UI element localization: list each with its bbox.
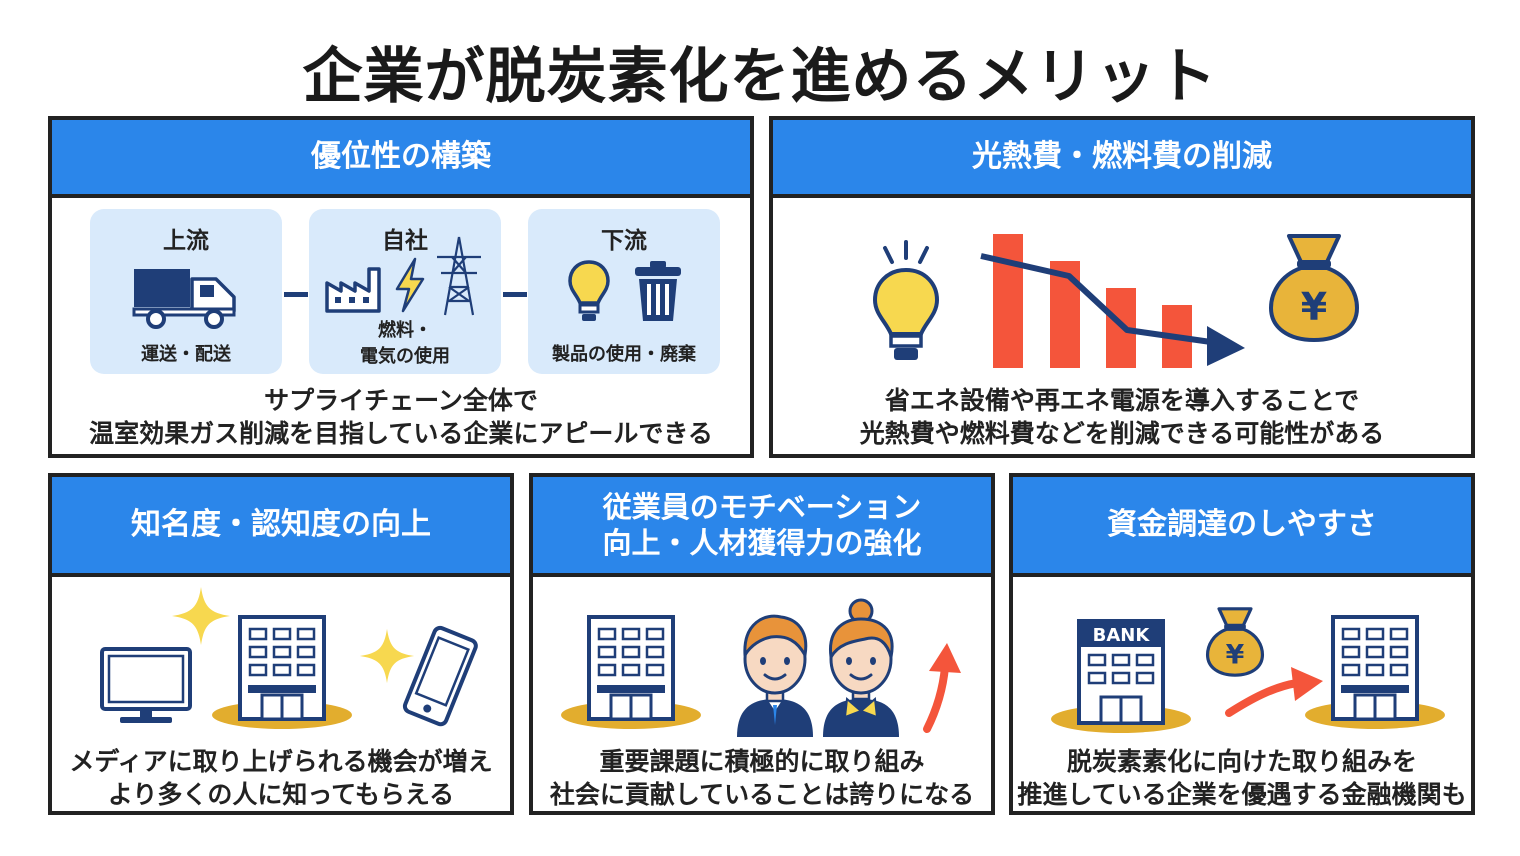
office-building-icon	[561, 615, 701, 729]
sparkle-icon	[172, 587, 230, 645]
stage-upstream: 上流 運送・配送	[90, 209, 282, 374]
power-tower-icon	[437, 236, 481, 316]
caption-line: 省エネ設備や再エネ電源を導入することで	[884, 386, 1360, 415]
curved-arrow-icon	[1225, 667, 1323, 717]
stage-connector	[503, 292, 527, 297]
card-funding: 資金調達のしやすさ BANK ¥ 脱炭素素化に向けた	[1009, 473, 1475, 815]
cost-bar	[993, 234, 1023, 368]
sparkle-icon	[359, 628, 415, 684]
bank-building-icon: BANK	[1051, 619, 1191, 733]
card-caption: メディアに取り上げられる機会が増え より多くの人に知ってもらえる	[52, 745, 510, 811]
card-heading: 知名度・認知度の向上	[52, 477, 510, 577]
light-bulb-icon	[872, 240, 940, 360]
card-heading: 光熱費・燃料費の削減	[773, 120, 1471, 198]
card-caption: サプライチェーン全体で 温室効果ガス削減を目指している企業にアピールできる	[52, 384, 750, 450]
yen-symbol: ¥	[1226, 640, 1245, 671]
yen-symbol: ¥	[1301, 285, 1327, 329]
card-competitive-advantage: 優位性の構築 上流 運送・配送 自社	[48, 116, 754, 458]
money-bag-icon: ¥	[1205, 607, 1265, 677]
upward-arrow-icon	[923, 643, 961, 733]
lightning-icon	[395, 257, 425, 313]
page-title: 企業が脱炭素化を進めるメリット	[302, 42, 1218, 112]
stage-title: 下流	[601, 228, 647, 254]
card-caption: 脱炭素素化に向けた取り組みを 推進している企業を優遇する金融機関も	[1013, 745, 1471, 811]
caption-line: 脱炭素素化に向けた取り組みを	[1066, 747, 1417, 776]
heading-line: 従業員のモチベーション	[602, 489, 922, 524]
caption-line: 温室効果ガス削減を目指している企業にアピールできる	[89, 419, 713, 448]
heading-line: 向上・人材獲得力の強化	[602, 526, 922, 560]
stage-connector	[284, 292, 308, 297]
stage-label: 燃料・	[378, 320, 432, 341]
truck-icon	[132, 269, 236, 329]
stage-own-company: 自社 燃料・ 電気の使用	[309, 209, 501, 374]
card-awareness: 知名度・認知度の向上 メディアに取り上げられる機会が増え より多くの人に	[48, 473, 514, 815]
caption-line: 推進している企業を優遇する金融機関も	[1017, 780, 1467, 809]
card-caption: 省エネ設備や再エネ電源を導入することで 光熱費や燃料費などを削減できる可能性があ…	[773, 384, 1471, 450]
trash-can-icon	[635, 261, 681, 321]
male-employee-icon	[737, 614, 813, 737]
caption-line: 社会に貢献していることは誇りになる	[549, 780, 975, 809]
caption-line: サプライチェーン全体で	[264, 386, 538, 415]
caption-line: 重要課題に積極的に取り組み	[599, 747, 925, 776]
bank-label: BANK	[1093, 625, 1151, 646]
arrow-head-icon	[1207, 326, 1245, 366]
money-bag-icon: ¥	[1268, 234, 1360, 343]
stage-label: 運送・配送	[141, 344, 231, 365]
female-employee-icon	[823, 598, 899, 737]
stage-title: 自社	[382, 228, 428, 254]
office-building-icon	[212, 615, 352, 729]
caption-line: 光熱費や燃料費などを削減できる可能性がある	[859, 419, 1385, 448]
card-cost-reduction: 光熱費・燃料費の削減 ¥ 省エネ設備や再エネ電源を導入することで 光熱費や燃料費…	[769, 116, 1475, 458]
office-building-icon	[1305, 615, 1445, 729]
television-icon	[100, 647, 192, 723]
light-bulb-icon	[568, 260, 610, 321]
stage-label: 製品の使用・廃棄	[552, 344, 696, 365]
decreasing-cost-bars	[980, 234, 1245, 368]
card-heading: 従業員のモチベーション 向上・人材獲得力の強化	[533, 477, 991, 577]
stage-title: 上流	[163, 228, 209, 254]
card-heading: 資金調達のしやすさ	[1013, 477, 1471, 577]
stage-label: 電気の使用	[360, 346, 450, 367]
stage-downstream: 下流 製品の使用・廃棄	[528, 209, 720, 374]
card-heading: 優位性の構築	[52, 120, 750, 198]
smartphone-icon	[402, 625, 478, 727]
caption-line: より多くの人に知ってもらえる	[107, 780, 455, 809]
factory-icon	[325, 267, 381, 313]
caption-line: メディアに取り上げられる機会が増え	[69, 747, 493, 776]
card-caption: 重要課題に積極的に取り組み 社会に貢献していることは誇りになる	[533, 745, 991, 811]
card-employee-motivation: 従業員のモチベーション 向上・人材獲得力の強化	[529, 473, 995, 815]
